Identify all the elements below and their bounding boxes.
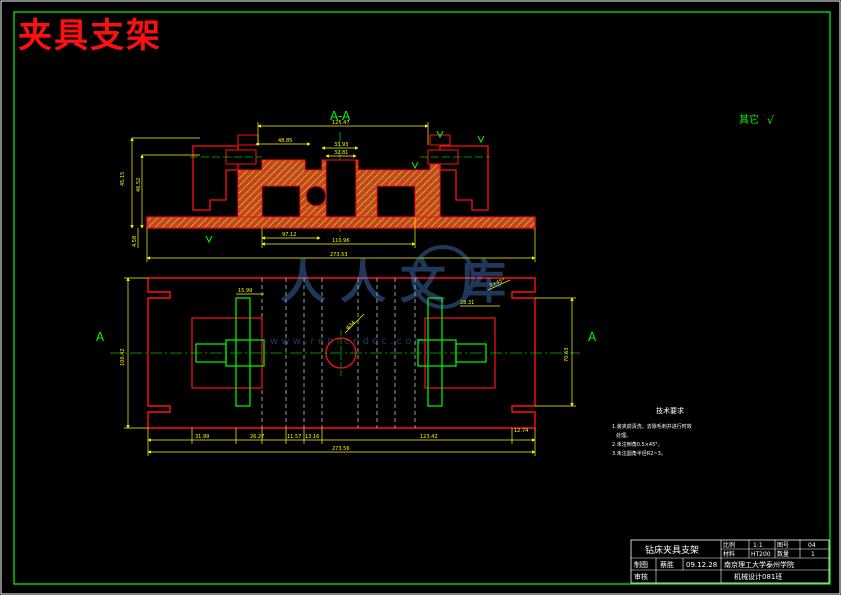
material-label: 材料 bbox=[723, 550, 735, 558]
dim-plan-bottom-6: 12.74 bbox=[514, 428, 528, 434]
view-marker-left: A bbox=[96, 330, 105, 344]
qty-label: 数量 bbox=[777, 550, 789, 558]
school-name: 南京理工大学泰州学院 bbox=[724, 560, 794, 569]
dim-top-center-1: 33.93 bbox=[334, 142, 348, 148]
other-roughness-label: 其它 bbox=[739, 113, 759, 126]
tech-item-2: 处理。 bbox=[616, 432, 631, 439]
dim-plan-bottom-2: 26.27 bbox=[250, 434, 264, 440]
tech-item-4: 3.未注圆角半径R2~3。 bbox=[612, 450, 666, 457]
part-name: 钻床夹具支架 bbox=[645, 544, 699, 556]
section-dim-labels: 125.47 48.85 33.93 32.81 45.15 46.52 4.5… bbox=[120, 120, 350, 258]
tech-heading: 技术要求 bbox=[656, 406, 684, 415]
dim-plan-bottom-5: 123.42 bbox=[420, 434, 438, 440]
dim-bottom-inner: 97.12 bbox=[282, 232, 296, 238]
dim-bottom-overall: 273.53 bbox=[330, 252, 348, 258]
dim-plan-bottom-3: 11.57 bbox=[287, 434, 301, 440]
drawing-title: 夹具支架 bbox=[18, 16, 162, 56]
dim-left-height-1: 45.15 bbox=[120, 172, 126, 186]
watermark-url: w w w . r e n r e n d o c . c o m bbox=[270, 336, 424, 347]
watermark: 人人文库 w w w . r e n r e n d o c . c o m bbox=[270, 245, 520, 347]
drawn-date: 09.12.28 bbox=[686, 561, 717, 569]
tech-item-1: 1.装夹前清洗，去除毛刺并进行时效 bbox=[612, 423, 692, 430]
dim-plan-bottom-1: 31.99 bbox=[195, 434, 209, 440]
tech-requirements: 技术要求 1.装夹前清洗，去除毛刺并进行时效 处理。 2.未注倒角0.5×45°… bbox=[612, 406, 692, 457]
qty-value: 1 bbox=[811, 551, 815, 558]
drawn-name: 蔡胜 bbox=[660, 560, 674, 569]
view-marker-right: A bbox=[588, 330, 597, 344]
title-block[interactable]: 钻床夹具支架 比例 1:1 图号 04 材料 HT200 数量 1 制图 蔡胜 … bbox=[630, 539, 830, 584]
section-base bbox=[146, 216, 536, 229]
dim-plan-dia-left: 15.99 bbox=[238, 288, 252, 294]
dim-plan-right-top: 28.31 bbox=[460, 300, 474, 306]
drawn-label: 制图 bbox=[634, 560, 648, 569]
roughness-check-icon: √ bbox=[767, 114, 775, 127]
checked-label: 审核 bbox=[634, 572, 648, 581]
scale-value: 1:1 bbox=[753, 542, 763, 549]
dim-plan-left-height: 100.42 bbox=[120, 349, 126, 367]
dim-plan-right-height: 70.63 bbox=[564, 348, 570, 362]
sheet-value: 04 bbox=[808, 542, 816, 549]
dim-base-thickness: 4.58 bbox=[132, 236, 138, 247]
tech-item-3: 2.未注倒角0.5×45°。 bbox=[612, 441, 663, 448]
section-view[interactable] bbox=[130, 122, 536, 262]
dim-plan-bottom-4: 13.16 bbox=[305, 434, 319, 440]
plan-view[interactable] bbox=[110, 277, 580, 456]
watermark-text: 人人文库 bbox=[280, 255, 520, 309]
plan-dim-labels: 100.42 70.63 15.99 Φ34 28.31 8×45° 31.99… bbox=[120, 278, 570, 452]
dim-left-height-2: 46.52 bbox=[136, 178, 142, 192]
class-name: 机械设计081班 bbox=[734, 572, 782, 581]
dim-plan-dia-center: Φ34 bbox=[345, 320, 357, 332]
sheet-label: 图号 bbox=[777, 542, 789, 549]
dim-top-center-2: 32.81 bbox=[334, 150, 348, 156]
dim-top-overall: 125.47 bbox=[332, 120, 350, 126]
dim-plan-bottom-overall: 273.56 bbox=[332, 446, 350, 452]
section-label: A-A bbox=[330, 109, 351, 123]
dim-plan-right-corner: 8×45° bbox=[489, 278, 507, 289]
dim-top-left-inner: 48.85 bbox=[278, 138, 292, 144]
drawing-frame bbox=[13, 11, 831, 585]
scale-label: 比例 bbox=[723, 541, 735, 549]
material-value: HT200 bbox=[751, 551, 771, 558]
dim-bottom-mid: 110.96 bbox=[332, 238, 350, 244]
